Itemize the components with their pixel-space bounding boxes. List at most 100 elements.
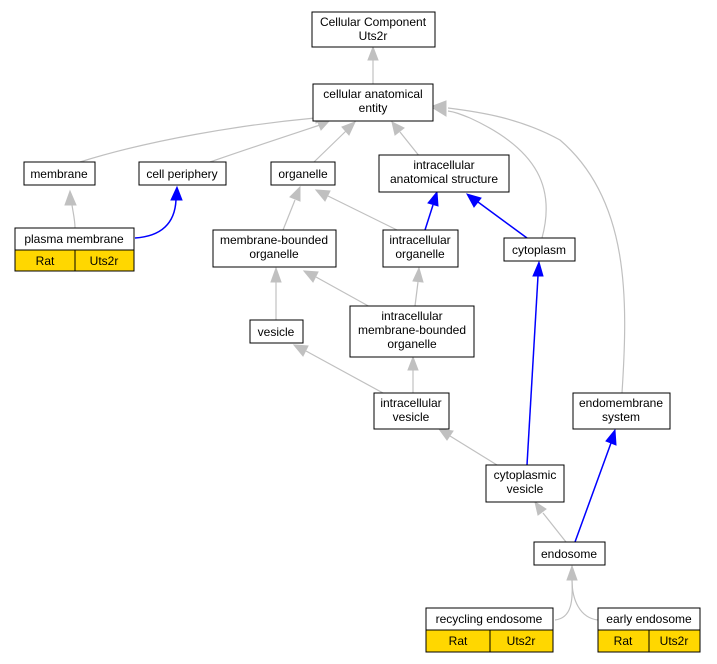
edge-ico-to-organelle	[327, 195, 398, 231]
early-endosome-species: Rat	[614, 634, 633, 648]
nodes: Cellular Component Uts2r cellular anatom…	[14, 11, 701, 653]
edge-cyv-to-icv	[449, 435, 498, 466]
node-membrane[interactable]: membrane	[23, 161, 96, 186]
recycling-endosome-annotations: Rat Uts2r	[425, 629, 554, 653]
edge-cytoplasm-to-ias	[477, 201, 528, 239]
arrowhead-cellperiphery	[170, 185, 183, 201]
edge-plasmamembrane-to-membrane	[71, 204, 76, 229]
node-early-endosome-label: early endosome	[606, 612, 692, 626]
node-endomembrane-system[interactable]: endomembrane system	[572, 392, 671, 430]
edge-mbo-to-organelle	[282, 199, 296, 231]
edge-organelle-to-cae	[313, 130, 347, 163]
early-endosome-gene-cell	[648, 629, 701, 653]
arrowhead-cyv-from-endosome	[534, 500, 547, 516]
node-recycling-endosome-label: recycling endosome	[436, 612, 543, 626]
edge-cellperiphery-to-cae	[209, 124, 321, 163]
plasma-membrane-species: Rat	[36, 254, 55, 268]
node-plasma-membrane-label: plasma membrane	[24, 232, 124, 246]
node-root-line-2: Uts2r	[359, 29, 388, 43]
node-cell-periphery[interactable]: cell periphery	[138, 161, 227, 186]
edge-endomembrane-to-cae	[447, 107, 626, 394]
plasma-membrane-annotations: Rat Uts2r	[14, 249, 135, 272]
edge-endosome-to-endomembrane	[574, 442, 612, 543]
arrowhead-icv-from-cyv	[437, 428, 454, 441]
early-endosome-annotations: Rat Uts2r	[597, 629, 701, 653]
recycling-endosome-species: Rat	[449, 634, 468, 648]
arrowhead-mbo-from-imbo	[302, 270, 319, 283]
arrowhead-cae-from-endomembrane	[431, 100, 447, 113]
arrowhead-endosome-from-recycling	[566, 564, 578, 581]
node-membrane-label: membrane	[30, 167, 88, 181]
edge-endosome-to-cyv	[542, 512, 567, 543]
arrowhead-vesicle-from-icv	[292, 344, 309, 357]
node-cell-periphery-label: cell periphery	[146, 167, 217, 181]
node-ias-line-1: intracellular	[413, 158, 474, 172]
node-recycling-endosome[interactable]: recycling endosome	[425, 607, 554, 631]
node-cae-line-2: entity	[359, 101, 388, 115]
node-cyv-line-1: cytoplasmic	[494, 468, 557, 482]
recycling-endosome-gene: Uts2r	[507, 634, 536, 648]
node-endosome-label: endosome	[541, 547, 597, 561]
node-mbo-line-2: organelle	[249, 247, 299, 261]
arrowhead-ico-from-imbo	[412, 266, 424, 283]
node-intracellular-vesicle[interactable]: intracellular vesicle	[373, 392, 450, 430]
edge-recycling-to-endosome	[554, 579, 573, 621]
node-intracellular-membrane-bounded-organelle[interactable]: intracellular membrane-bounded organelle	[349, 305, 475, 358]
edge-imbo-to-ico	[414, 281, 419, 307]
arrowhead-ias-from-cytoplasm	[465, 193, 482, 208]
plasma-membrane-gene: Uts2r	[90, 254, 119, 268]
node-root-line-1: Cellular Component	[320, 15, 427, 29]
edge-icv-to-vesicle	[305, 350, 384, 394]
node-imbo-line-1: intracellular	[381, 309, 442, 323]
arrowhead-cytoplasm	[532, 260, 544, 277]
edge-imbo-to-mbo	[315, 276, 373, 309]
edge-ias-to-cae	[399, 131, 421, 158]
node-ico-line-2: organelle	[395, 247, 445, 261]
arrowhead-membrane	[64, 189, 77, 206]
arrowhead-ias-from-ico	[427, 190, 439, 207]
node-cyv-line-2: vesicle	[507, 482, 544, 496]
node-intracellular-anatomical-structure[interactable]: intracellular anatomical structure	[378, 154, 510, 193]
arrowhead-endomembrane	[605, 428, 617, 446]
edge-plasmamembrane-to-cellperiphery	[134, 199, 177, 239]
node-vesicle[interactable]: vesicle	[249, 319, 304, 344]
node-ias-line-2: anatomical structure	[390, 172, 498, 186]
node-endosome[interactable]: endosome	[533, 541, 606, 566]
edge-early-to-endosome	[571, 579, 599, 621]
arrowhead-organelle-from-ico	[314, 189, 331, 202]
node-mbo-line-1: membrane-bounded	[220, 233, 328, 247]
arrowhead-organelle-from-mbo	[289, 185, 301, 202]
node-intracellular-organelle[interactable]: intracellular organelle	[382, 229, 459, 268]
node-endomembrane-line-1: endomembrane	[579, 396, 663, 410]
arrowhead-imbo-from-icv	[407, 355, 419, 371]
node-organelle[interactable]: organelle	[270, 161, 336, 186]
node-cytoplasmic-vesicle[interactable]: cytoplasmic vesicle	[485, 464, 565, 503]
plasma-membrane-gene-cell	[74, 249, 135, 272]
arrowhead-root	[367, 45, 379, 61]
arrowhead-mbo-from-vesicle	[270, 266, 282, 283]
edge-cyv-to-cytoplasm	[526, 275, 539, 466]
arrowhead-cae-from-organelle	[341, 121, 356, 136]
node-early-endosome[interactable]: early endosome	[597, 607, 701, 631]
edge-membrane-to-cae	[79, 117, 316, 163]
node-vesicle-label: vesicle	[258, 325, 295, 339]
edge-cytoplasm-to-cae	[447, 110, 547, 239]
edge-ico-to-ias	[424, 204, 434, 231]
node-membrane-bounded-organelle[interactable]: membrane-bounded organelle	[212, 229, 337, 268]
node-endomembrane-line-2: system	[602, 410, 640, 424]
recycling-endosome-gene-cell	[489, 629, 554, 653]
early-endosome-gene: Uts2r	[660, 634, 689, 648]
node-plasma-membrane[interactable]: plasma membrane	[14, 227, 135, 251]
node-icv-line-1: intracellular	[380, 396, 441, 410]
node-ico-line-1: intracellular	[389, 233, 450, 247]
node-cae-line-1: cellular anatomical	[323, 87, 422, 101]
node-icv-line-2: vesicle	[393, 410, 430, 424]
node-cytoplasm[interactable]: cytoplasm	[503, 237, 576, 262]
node-imbo-line-3: organelle	[387, 337, 437, 351]
node-cytoplasm-label: cytoplasm	[512, 243, 566, 257]
node-cellular-anatomical-entity[interactable]: cellular anatomical entity	[312, 83, 434, 122]
arrowhead-cae-from-ias	[391, 121, 405, 136]
node-root[interactable]: Cellular Component Uts2r	[311, 11, 436, 48]
edges	[64, 45, 626, 621]
